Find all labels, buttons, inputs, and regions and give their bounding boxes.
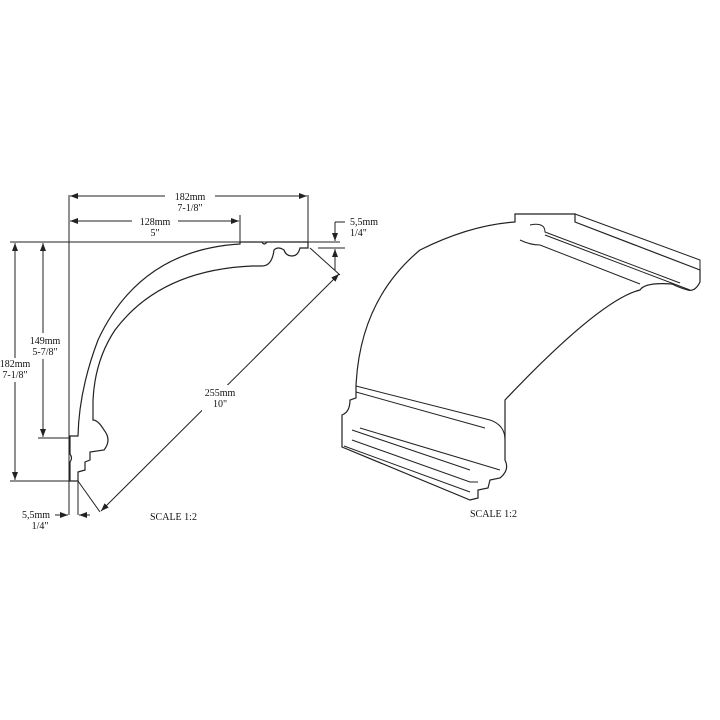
dim-label: 182mm — [175, 192, 206, 203]
dim-label: 128mm — [140, 217, 171, 228]
dim-label: 7-1/8" — [2, 370, 27, 381]
moulding-profile — [69, 241, 309, 482]
dim-label: 1/4" — [350, 228, 367, 239]
cove-line — [529, 223, 681, 284]
profile-view: 182mm 7-1/8" 128mm 5" 5,5mm 1/4" 149mm 5… — [0, 188, 378, 532]
dim-label: 149mm — [30, 336, 61, 347]
dim-label: 5" — [150, 228, 159, 239]
dim-label: 5,5mm — [22, 510, 50, 521]
bottom-bead-line — [355, 385, 506, 441]
dim-label: 5-7/8" — [32, 347, 57, 358]
extension-line — [77, 480, 101, 513]
dim-label: 182mm — [0, 359, 30, 370]
step-line — [351, 429, 471, 471]
extension-line — [309, 247, 341, 276]
scale-label: SCALE 1:2 — [470, 509, 517, 520]
cove-line — [544, 234, 691, 291]
cove-line — [519, 239, 641, 285]
perspective-view: SCALE 1:2 — [341, 213, 701, 520]
top-edge — [574, 213, 701, 270]
step-line — [343, 445, 471, 493]
dim-label: 5,5mm — [350, 217, 378, 228]
step-line — [351, 439, 478, 483]
dim-label: 255mm — [205, 388, 236, 399]
scale-label: SCALE 1:2 — [150, 512, 197, 523]
step-line — [359, 427, 501, 471]
bottom-bead-line — [355, 391, 486, 429]
moulding-face — [341, 213, 701, 501]
dim-label: 7-1/8" — [177, 203, 202, 214]
dim-label: 10" — [213, 399, 227, 410]
dim-label: 1/4" — [32, 521, 49, 532]
